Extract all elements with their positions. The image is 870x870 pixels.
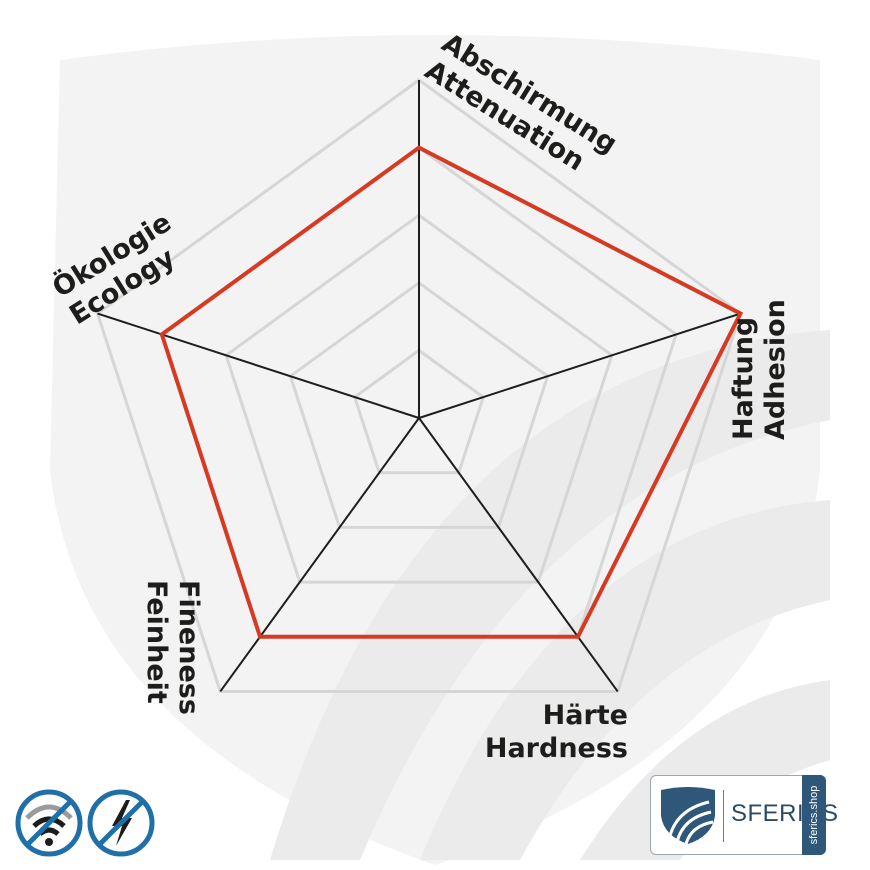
brand-logo-box[interactable]: SFERICS ® sferics.shop xyxy=(650,775,838,855)
axis-line-4 xyxy=(97,312,420,419)
brand-website-strip: sferics.shop xyxy=(802,775,826,855)
axis-line-3 xyxy=(219,417,420,693)
axis-label-3: FeinheitFineness xyxy=(141,580,204,715)
sferics-logo-icon xyxy=(661,787,715,845)
radar-series xyxy=(159,145,744,639)
grid-ring-2 xyxy=(288,280,550,529)
series-polygon-0 xyxy=(159,145,744,639)
grid-ring-1 xyxy=(352,348,486,475)
axis-label-1: HaftungAdhesion xyxy=(728,299,791,440)
brand-divider xyxy=(723,790,724,842)
axis-line-1 xyxy=(418,312,741,419)
no-wifi-icon xyxy=(15,789,83,857)
axis-line-2 xyxy=(418,417,619,693)
grid-ring-3 xyxy=(224,213,614,584)
radar-axes xyxy=(97,80,741,693)
brand-website: sferics.shop xyxy=(808,785,820,845)
no-electricity-icon xyxy=(87,789,155,857)
grid-ring-5 xyxy=(95,78,743,693)
